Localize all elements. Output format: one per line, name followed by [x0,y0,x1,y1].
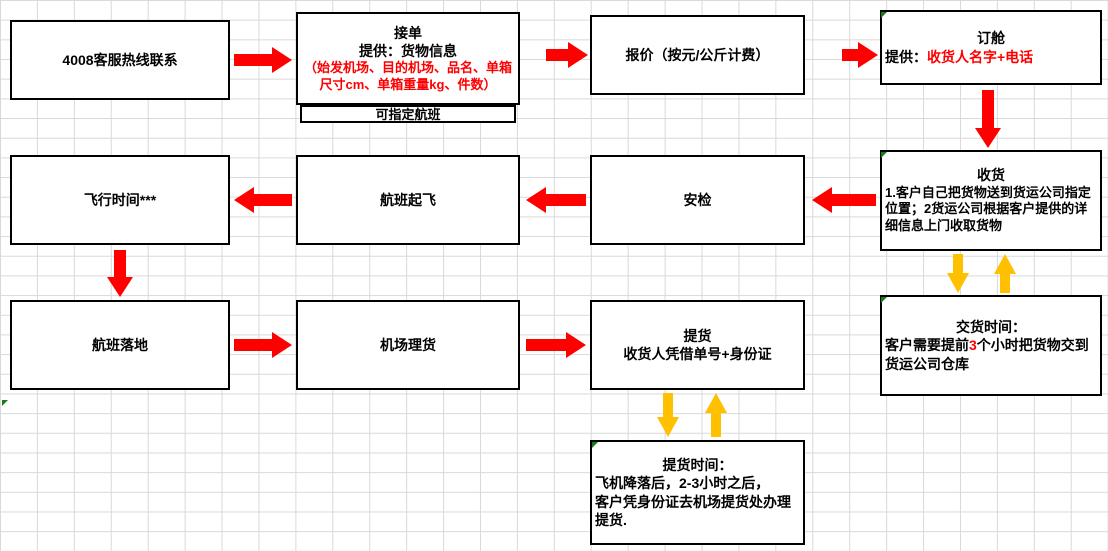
box-pickup-line2: 收货人凭借单号+身份证 [623,346,772,362]
box-order-red-detail: （始发机场、目的机场、品名、单箱尺寸cm、单箱重量kg、件数） [303,60,512,92]
box-security-title: 安检 [683,191,712,208]
arrow-shaft [953,254,963,273]
box-delivery-time-body: 客户需要提前3个小时把货物交到货运公司仓库 [882,336,1100,372]
box-landing[interactable]: 航班落地 [10,300,230,390]
arrow-shaft [234,339,272,351]
arrow-head-down-icon [107,277,133,297]
arrow-head-right-icon [568,42,588,68]
arrow-shaft [546,49,568,61]
box-hotline[interactable]: 4008客服热线联系 [10,20,230,100]
cell-error-marker-icon [881,152,887,158]
arrow-booking-to-receive[interactable] [975,90,1001,148]
box-pickup-time-title: 提货时间： [662,457,733,474]
box-quote[interactable]: 报价（按元/公斤计费） [590,15,805,95]
box-pickup-time-line2: 飞机降落后，2-3小时之后， [595,475,770,492]
box-order-title: 接单 [394,24,422,41]
arrow-head-right-icon [272,47,292,73]
arrow-shaft [711,413,721,437]
box-order-flight-note[interactable]: 可指定航班 [300,105,516,123]
arrow-shaft [234,54,272,66]
arrow-head-right-icon [566,332,586,358]
delivery-body-post: 个小时把货物交到货运公司仓库 [885,337,1089,372]
box-receive-body: 1.客户自己把货物送到货运公司指定位置；2货运公司根据客户提供的详细信息上门收取… [885,184,1091,233]
arrow-landing-to-tally[interactable] [234,332,292,358]
arrow-head-down-icon [975,128,1001,148]
arrow-head-right-icon [272,332,292,358]
cell-error-marker-icon [2,400,8,406]
arrow-tally-to-pickup[interactable] [526,332,586,358]
arrow-head-left-icon [234,187,254,213]
arrow-shaft [982,90,994,128]
box-takeoff-title: 航班起飞 [380,191,436,208]
arrow-head-up-icon [994,254,1016,274]
arrow-head-down-icon [947,273,969,293]
arrow-flight-time-to-landing[interactable] [107,250,133,297]
arrow-head-right-icon [858,42,878,68]
delivery-body-pre: 客户需要提前 [885,337,969,354]
arrow-takeoff-to-flight-time[interactable] [234,187,292,213]
box-order-line2: 提供：货物信息 [359,42,457,59]
arrow-receive-to-delivery-time[interactable] [947,254,969,293]
arrow-head-down-icon [657,417,679,437]
box-booking-label: 提供： [885,48,927,65]
box-tally[interactable]: 机场理货 [296,300,520,390]
arrow-shaft [254,194,292,206]
arrow-hotline-to-order[interactable] [234,47,292,73]
arrow-shaft [1000,274,1010,293]
arrow-order-to-quote[interactable] [546,42,588,68]
arrow-pickup-time-to-pickup[interactable] [705,393,727,437]
arrow-pickup-to-pickup-time[interactable] [657,393,679,437]
arrow-head-left-icon [526,187,546,213]
box-quote-title: 报价（按元/公斤计费） [625,46,770,63]
box-booking-provide-line: 提供：收货人名字+电话 [882,48,1100,66]
box-receive-title: 收货 [977,167,1005,184]
cell-error-marker-icon [592,442,598,448]
arrow-shaft [526,339,566,351]
box-tally-title: 机场理货 [380,336,436,353]
box-pickup-time-line3: 客户凭身份证去机场提货处办理提货. [595,493,791,528]
box-takeoff[interactable]: 航班起飞 [296,155,520,245]
delivery-body-red-number: 3 [969,337,977,354]
arrow-receive-to-security[interactable] [812,187,876,213]
arrow-shaft [114,250,126,277]
box-pickup[interactable]: 提货 收货人凭借单号+身份证 [590,300,805,390]
box-pickup-title: 提货 [683,327,712,344]
box-delivery-time[interactable]: 交货时间： 客户需要提前3个小时把货物交到货运公司仓库 [880,295,1102,396]
arrow-delivery-time-to-receive[interactable] [994,254,1016,293]
box-order-flight-note-text: 可指定航班 [375,106,441,122]
arrow-shaft [832,194,876,206]
box-pickup-time[interactable]: 提货时间： 飞机降落后，2-3小时之后， 客户凭身份证去机场提货处办理提货. [590,440,805,545]
box-booking[interactable]: 订舱 提供：收货人名字+电话 [880,10,1102,85]
box-security[interactable]: 安检 [590,155,805,245]
arrow-shaft [842,49,858,61]
arrow-quote-to-booking[interactable] [842,42,878,68]
arrow-head-left-icon [812,187,832,213]
arrow-shaft [546,194,586,206]
box-flight-time[interactable]: 飞行时间*** [10,155,230,245]
box-landing-title: 航班落地 [92,336,148,353]
box-order[interactable]: 接单 提供：货物信息 （始发机场、目的机场、品名、单箱尺寸cm、单箱重量kg、件… [296,12,520,105]
arrow-security-to-takeoff[interactable] [526,187,586,213]
box-hotline-title: 4008客服热线联系 [62,51,178,68]
arrow-shaft [663,393,673,417]
cell-error-marker-icon [881,12,887,18]
box-booking-red-detail: 收货人名字+电话 [927,48,1034,65]
box-flight-time-title: 飞行时间*** [83,191,157,208]
box-receive[interactable]: 收货 1.客户自己把货物送到货运公司指定位置；2货运公司根据客户提供的详细信息上… [880,150,1102,251]
arrow-head-up-icon [705,393,727,413]
box-booking-title: 订舱 [977,30,1005,47]
cell-error-marker-icon [881,297,887,303]
box-delivery-time-title: 交货时间： [956,319,1026,336]
